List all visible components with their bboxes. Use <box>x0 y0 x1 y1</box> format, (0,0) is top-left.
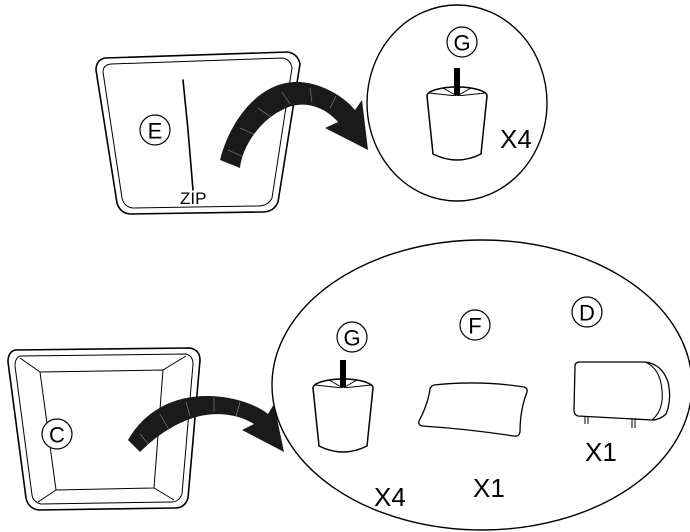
svg-text:C: C <box>49 423 65 448</box>
pad-icon <box>418 382 528 437</box>
label-e: E <box>139 114 171 146</box>
backrest-qty: X1 <box>585 437 617 467</box>
label-c: C <box>41 418 73 450</box>
box-e: ZIP <box>95 51 301 215</box>
arrow-icon-top <box>220 81 368 168</box>
parts-bubble-bottom: G X4 F X1 D X1 <box>271 239 690 531</box>
backrest-icon <box>573 361 671 428</box>
zip-label: ZIP <box>180 189 206 208</box>
label-f: F <box>468 314 481 339</box>
svg-text:E: E <box>148 119 163 144</box>
leg-qty-bottom: X4 <box>374 482 406 512</box>
leg-bubble-top: G X4 <box>366 4 548 202</box>
box-c <box>7 347 201 511</box>
leg-qty-top: X4 <box>500 124 532 154</box>
label-d: D <box>579 301 595 326</box>
arrow-icon-bottom <box>128 395 284 452</box>
label-g-top: G <box>453 31 470 56</box>
label-g-bottom: G <box>343 326 360 351</box>
pad-qty: X1 <box>473 473 505 503</box>
